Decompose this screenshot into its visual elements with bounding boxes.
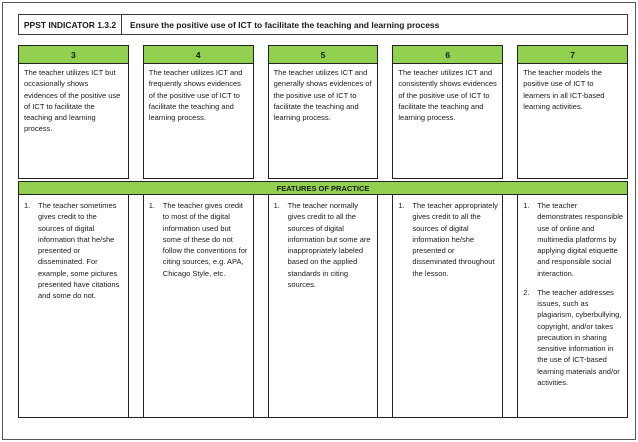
level-number-header: 3	[18, 45, 129, 64]
rubric-page: PPST INDICATOR 1.3.2 Ensure the positive…	[18, 14, 628, 418]
features-list: The teacher demonstrates responsible use…	[521, 200, 624, 388]
level-number-header: 4	[142, 45, 254, 64]
features-list: The teacher appropriately gives credit t…	[396, 200, 499, 279]
features-list: The teacher gives credit to most of the …	[147, 200, 250, 279]
level-number-header: 5	[267, 45, 379, 64]
column-spacer	[129, 195, 143, 417]
feature-item: The teacher appropriately gives credit t…	[398, 200, 498, 278]
feature-item: The teacher demonstrates responsible use…	[523, 200, 624, 278]
feature-item: The teacher gives credit to most of the …	[149, 200, 248, 278]
level-column: 6 The teacher utilizes ICT and consisten…	[392, 45, 504, 179]
column-spacer	[254, 45, 268, 179]
column-spacer	[129, 45, 143, 179]
level-descriptor: The teacher utilizes ICT and frequently …	[142, 64, 254, 179]
feature-item: The teacher sometimes gives credit to th…	[24, 200, 120, 300]
feature-item: The teacher addresses issues, such as pl…	[523, 287, 622, 387]
level-column: 7 The teacher models the positive use of…	[517, 45, 628, 179]
features-cell: The teacher demonstrates responsible use…	[517, 195, 628, 417]
level-descriptor: The teacher models the positive use of I…	[517, 64, 628, 179]
features-row: The teacher sometimes gives credit to th…	[18, 195, 628, 418]
column-spacer	[503, 195, 517, 417]
features-list: The teacher normally gives credit to all…	[272, 200, 375, 290]
descriptor-row: 3 The teacher utilizes ICT but occasiona…	[18, 45, 628, 179]
features-cell: The teacher appropriately gives credit t…	[392, 195, 504, 417]
level-number-header: 6	[392, 45, 504, 64]
column-spacer	[503, 45, 517, 179]
indicator-description: Ensure the positive use of ICT to facili…	[130, 19, 440, 30]
indicator-code: PPST INDICATOR 1.3.2	[19, 15, 122, 34]
column-spacer	[378, 195, 392, 417]
level-number-header: 7	[517, 45, 628, 64]
level-descriptor: The teacher utilizes ICT but occasionall…	[18, 64, 129, 179]
level-descriptor: The teacher utilizes ICT and consistentl…	[392, 64, 504, 179]
level-column: 5 The teacher utilizes ICT and generally…	[267, 45, 379, 179]
features-cell: The teacher normally gives credit to all…	[267, 195, 379, 417]
level-descriptor: The teacher utilizes ICT and generally s…	[267, 64, 379, 179]
feature-item: The teacher normally gives credit to all…	[274, 200, 371, 289]
level-column: 3 The teacher utilizes ICT but occasiona…	[18, 45, 129, 179]
level-column: 4 The teacher utilizes ICT and frequentl…	[142, 45, 254, 179]
features-cell: The teacher sometimes gives credit to th…	[18, 195, 129, 417]
features-cell: The teacher gives credit to most of the …	[142, 195, 254, 417]
indicator-header-bar: PPST INDICATOR 1.3.2 Ensure the positive…	[18, 14, 628, 35]
features-list: The teacher sometimes gives credit to th…	[22, 200, 125, 301]
features-of-practice-band: FEATURES OF PRACTICE	[18, 181, 628, 195]
column-spacer	[254, 195, 268, 417]
column-spacer	[378, 45, 392, 179]
